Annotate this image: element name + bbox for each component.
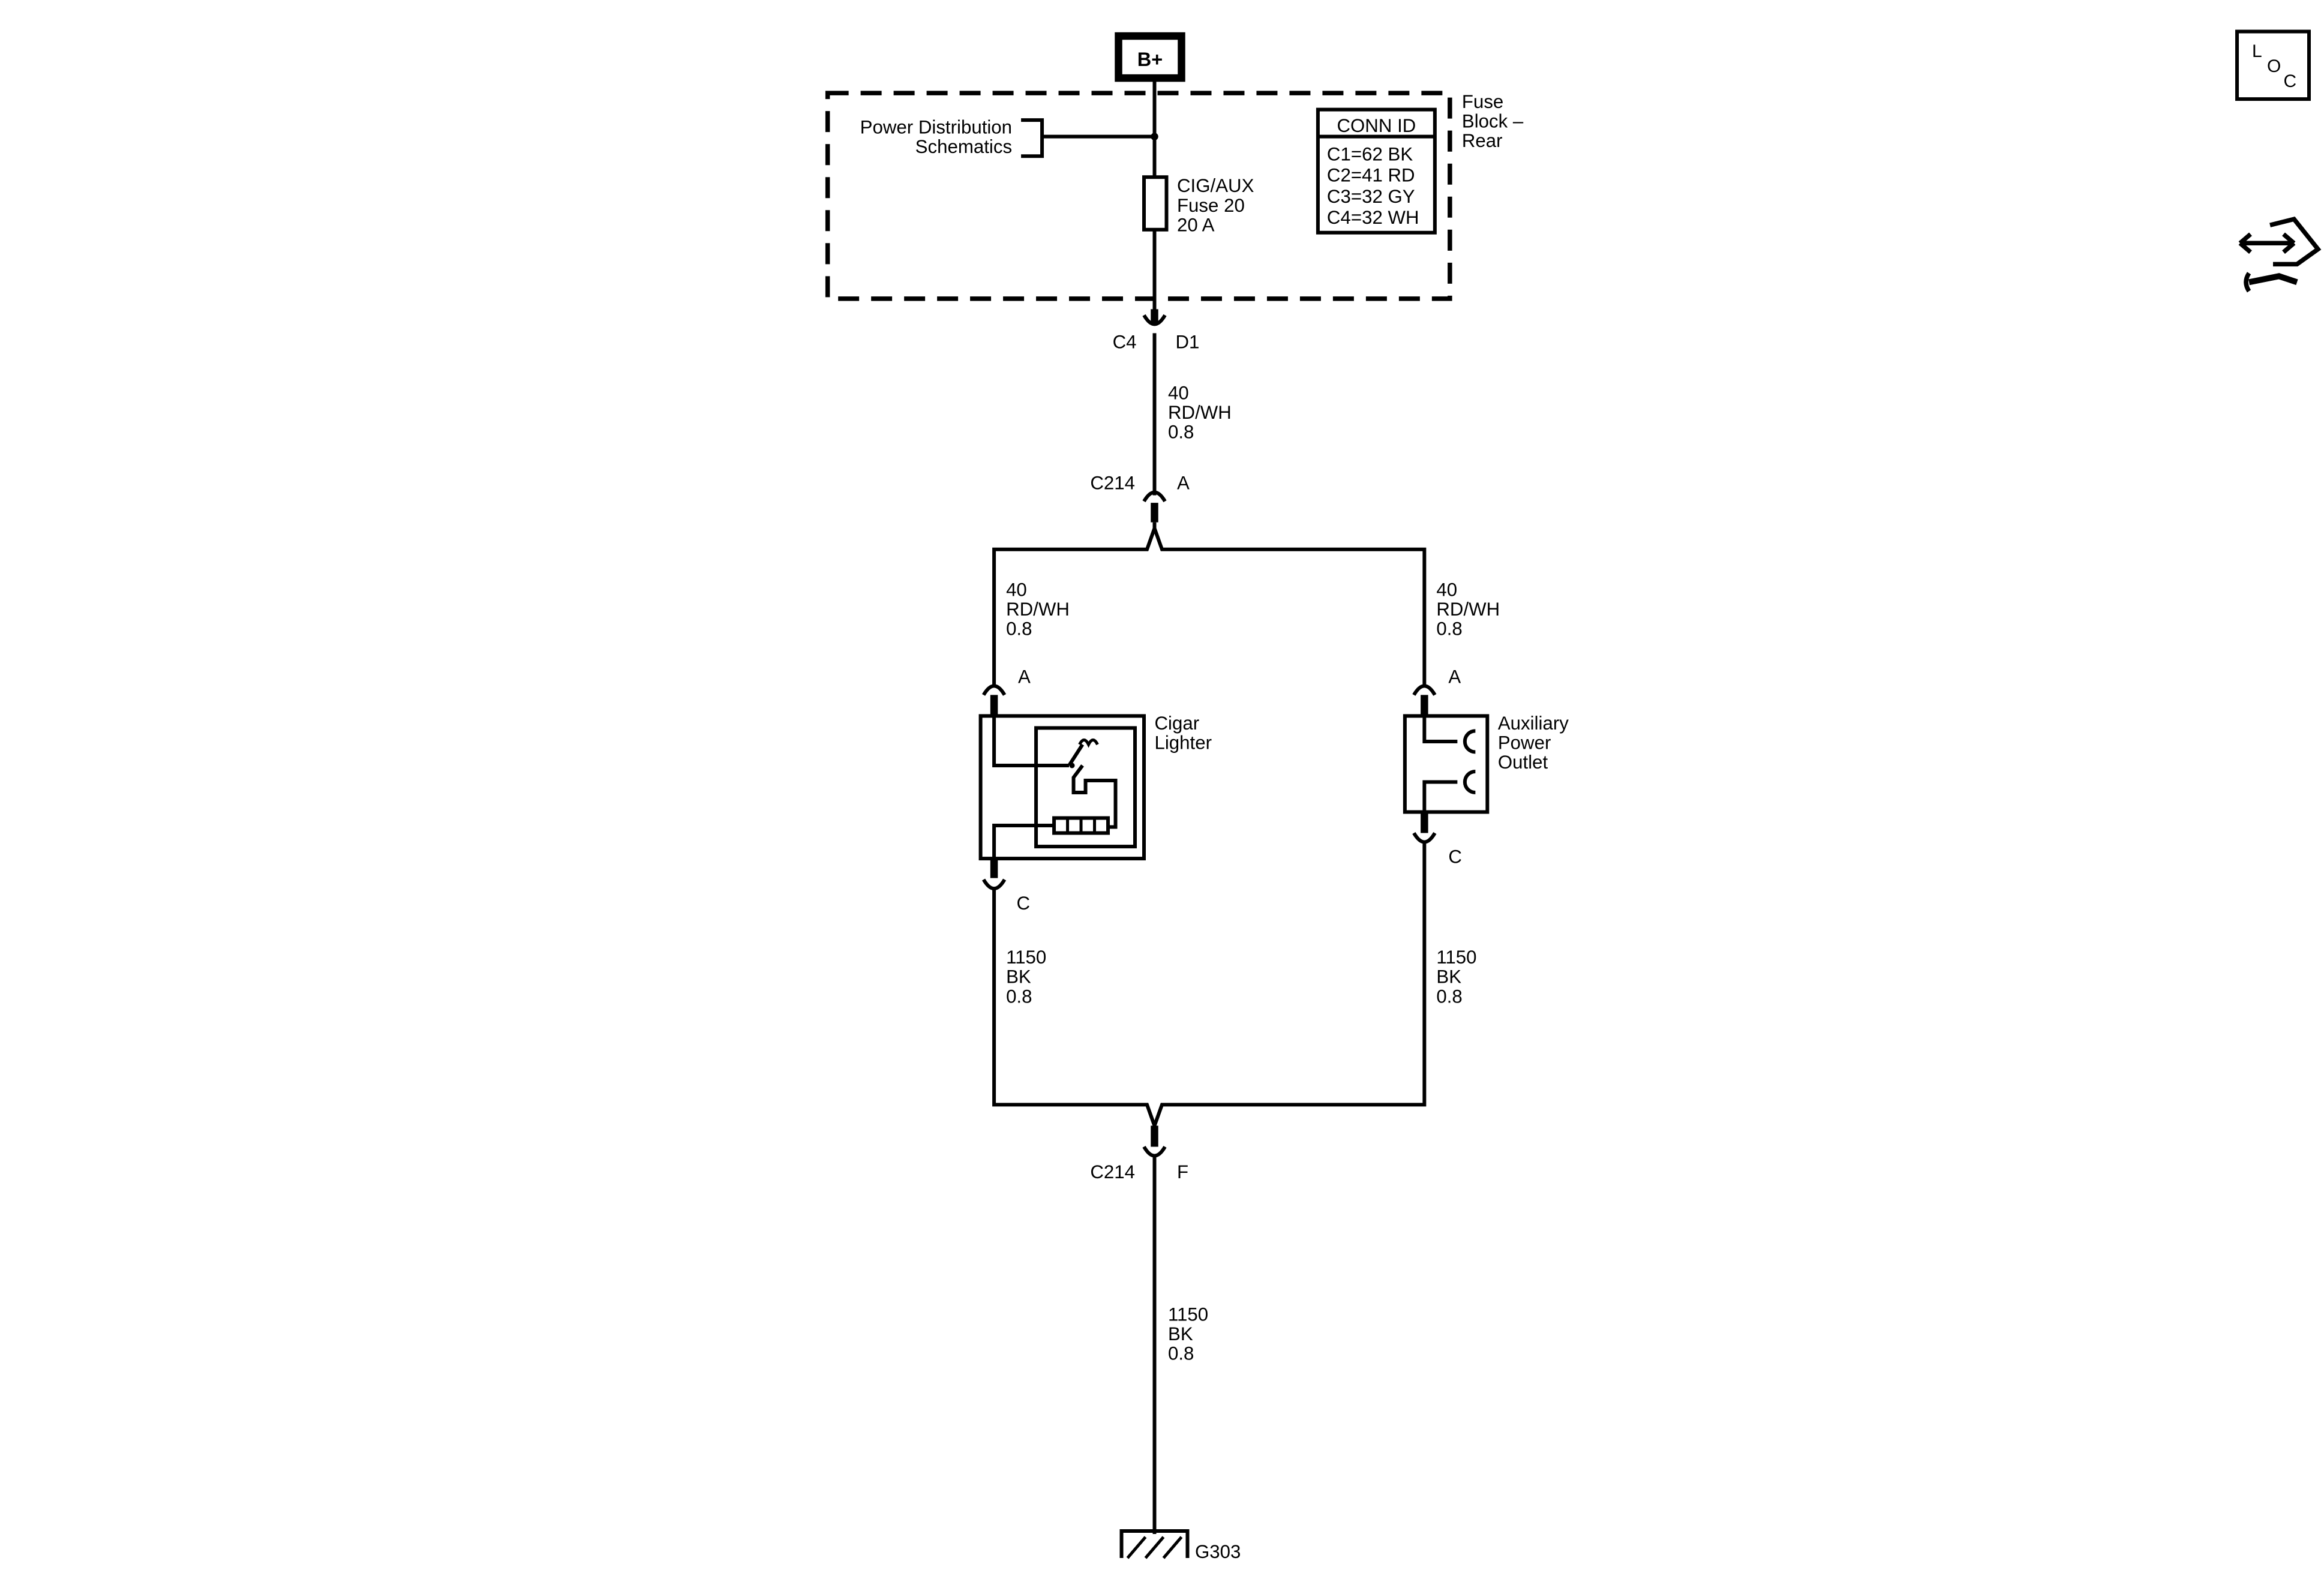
conn-id-title: CONN ID	[1337, 115, 1416, 136]
connector-c214-f: C214 F	[1090, 1125, 1188, 1182]
power-distribution-label: Power Distribution	[860, 117, 1012, 138]
fuse-block-name: Fuse Block – Rear	[1462, 91, 1524, 151]
battery-supply: B+	[1115, 32, 1185, 82]
connector-pin: C	[1017, 893, 1031, 914]
loc-icon[interactable]: L O C	[2235, 29, 2311, 101]
wire-label: 0.8	[1006, 618, 1032, 639]
connector-pin: C	[1448, 846, 1462, 867]
connector-lighter-c: C	[981, 858, 1031, 914]
conn-id-row: C3=32 GY	[1327, 186, 1415, 207]
conn-id-row: C4=32 WH	[1327, 207, 1419, 228]
component-label: Lighter	[1155, 732, 1212, 753]
wire-label-ground-lighter: 1150 BK 0.8	[1006, 947, 1046, 1007]
connector-pin: A	[1177, 473, 1190, 494]
component-label: Power	[1498, 732, 1551, 753]
wire-label-feed-main: 40 RD/WH 0.8	[1168, 382, 1232, 442]
power-distribution-reference[interactable]: Power Distribution Schematics	[860, 117, 1158, 158]
conn-id-row: C2=41 RD	[1327, 165, 1415, 186]
wire-label: RD/WH	[1436, 599, 1500, 620]
wire-label: 0.8	[1436, 986, 1462, 1007]
battery-supply-label: B+	[1137, 49, 1163, 70]
wire-label: 1150	[1436, 947, 1476, 968]
conn-id-row: C1=62 BK	[1327, 144, 1413, 165]
wire-label: BK	[1006, 966, 1031, 987]
connector-c214-a: C214 A	[1090, 473, 1190, 523]
wire-label: RD/WH	[1006, 599, 1070, 620]
fuse-block-name-line: Block –	[1462, 111, 1524, 132]
wire-label: BK	[1436, 966, 1461, 987]
wire-label: 1150	[1168, 1304, 1208, 1325]
loc-letter: O	[2267, 56, 2281, 76]
fuse-label: 20 A	[1177, 214, 1215, 235]
fuse-block-enclosure	[825, 91, 1452, 301]
connector-c4-d1: C4 D1	[1113, 309, 1199, 352]
conn-id-table: CONN ID C1=62 BK C2=41 RD C3=32 GY C4=32…	[1316, 107, 1437, 235]
component-label: Auxiliary	[1498, 713, 1569, 734]
connector-pin: A	[1448, 666, 1461, 687]
connector-pin: A	[1018, 666, 1031, 687]
wire-label: 0.8	[1168, 422, 1194, 443]
fuse-label: CIG/AUX	[1177, 175, 1254, 196]
connector-repair-icon[interactable]	[2238, 217, 2322, 293]
fuse-label: Fuse 20	[1177, 195, 1245, 216]
wire-label-feed-lighter: 40 RD/WH 0.8	[1006, 579, 1070, 639]
connector-name: C4	[1113, 331, 1137, 352]
wire-label: RD/WH	[1168, 402, 1232, 423]
component-label: Outlet	[1498, 752, 1548, 773]
connector-name: C214	[1090, 1161, 1135, 1182]
wire-label-feed-outlet: 40 RD/WH 0.8	[1436, 579, 1500, 639]
connector-pin: D1	[1175, 331, 1199, 352]
connector-pin: F	[1177, 1161, 1188, 1182]
wire-label-ground-main: 1150 BK 0.8	[1168, 1304, 1208, 1364]
loc-letter: C	[2284, 71, 2297, 91]
power-distribution-label: Schematics	[915, 136, 1012, 157]
wire-label: BK	[1168, 1323, 1193, 1344]
fuse-20: CIG/AUX Fuse 20 20 A	[1142, 175, 1254, 235]
wire-label: 0.8	[1436, 618, 1462, 639]
connector-outlet-c: C	[1412, 812, 1462, 867]
cigar-lighter: Cigar Lighter	[978, 713, 1212, 861]
auxiliary-power-outlet: Auxiliary Power Outlet	[1403, 713, 1569, 814]
wire-label: 40	[1168, 382, 1189, 403]
wire-label: 0.8	[1168, 1343, 1194, 1364]
fuse-block-name-line: Fuse	[1462, 91, 1503, 112]
wire-label: 40	[1006, 579, 1027, 600]
connector-outlet-a: A	[1412, 666, 1461, 716]
connector-name: C214	[1090, 473, 1135, 494]
ground-label: G303	[1195, 1541, 1241, 1562]
wire-label: 1150	[1006, 947, 1046, 968]
connector-lighter-a: A	[981, 666, 1031, 715]
fuse-block-name-line: Rear	[1462, 130, 1503, 151]
loc-letter: L	[2252, 41, 2262, 61]
component-label: Cigar	[1155, 713, 1200, 734]
wire-label-ground-outlet: 1150 BK 0.8	[1436, 947, 1476, 1007]
wire-label: 40	[1436, 579, 1457, 600]
wire-label: 0.8	[1006, 986, 1032, 1007]
ground-symbol: G303	[1119, 1529, 1241, 1562]
